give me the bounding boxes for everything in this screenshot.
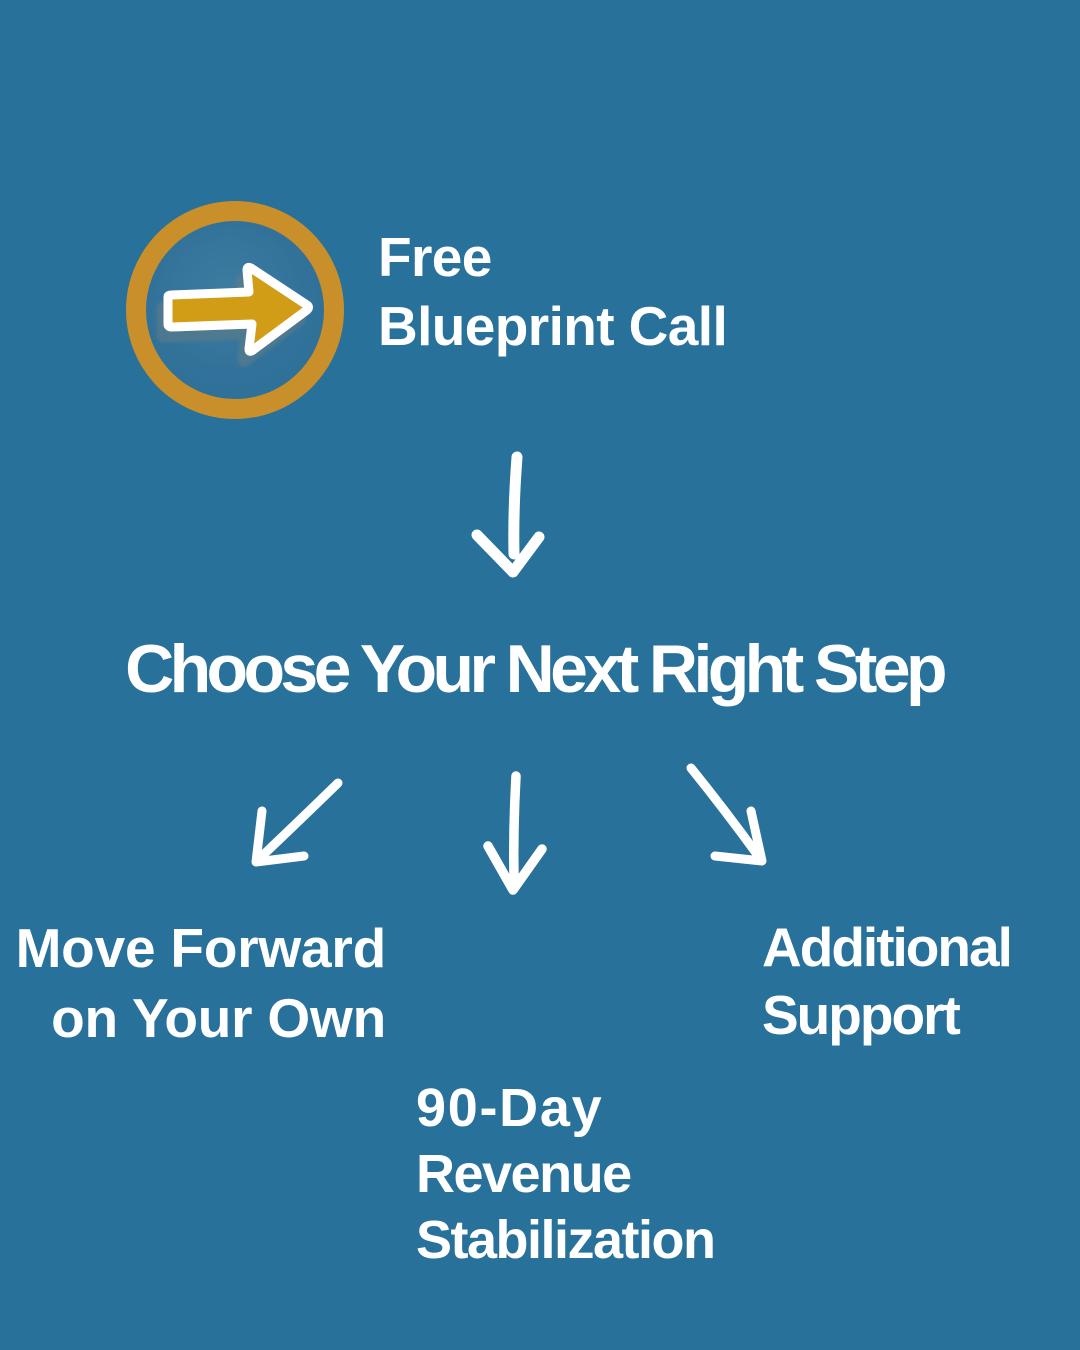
branch-90-day-line3: Stabilization [416, 1210, 716, 1270]
branch-90-day-line2: Revenue [416, 1144, 632, 1204]
arrow-right-badge-icon [126, 201, 344, 419]
free-blueprint-call-line2: Blueprint Call [378, 295, 728, 357]
free-blueprint-call-line1: Free [378, 226, 492, 288]
fan-arrow-right-icon [686, 763, 767, 866]
branch-move-forward-line2: on Your Own [51, 987, 386, 1049]
heading: Choose Your Next Right Step [0, 629, 1068, 709]
branch-additional-support-label: Additional Support [762, 913, 1013, 1049]
branch-move-forward-label: Move Forward on Your Own [15, 913, 387, 1053]
badge-arrow-icon [163, 262, 313, 356]
heading-text: Choose Your Next Right Step [125, 631, 947, 707]
fan-arrow-center-icon [483, 771, 547, 895]
free-blueprint-call-label: Free Blueprint Call [378, 223, 728, 361]
branch-additional-support-line1: Additional [762, 916, 1013, 978]
branch-90-day-line1: 90-Day [416, 1078, 604, 1138]
badge-ring [126, 201, 344, 419]
branch-90-day-label: 90-Day Revenue Stabilization [416, 1075, 716, 1273]
main-down-arrow-icon [471, 451, 545, 578]
branch-move-forward-line1: Move Forward [15, 917, 387, 979]
fan-arrow-left-icon [251, 778, 343, 867]
branch-additional-support-line2: Support [762, 984, 961, 1046]
